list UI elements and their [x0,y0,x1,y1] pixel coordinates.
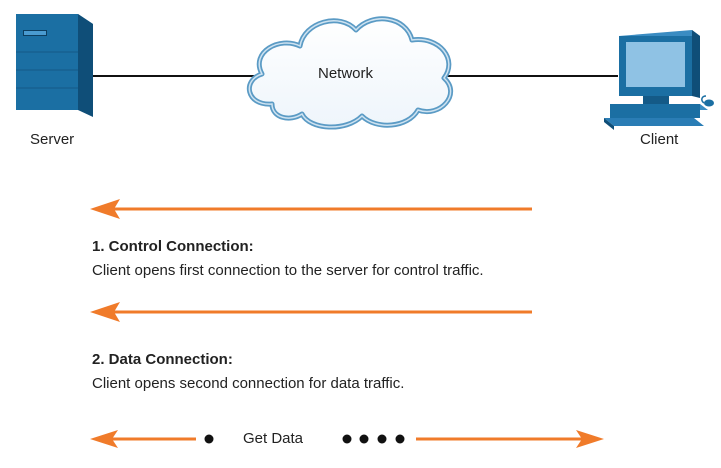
data-connection-description: Client opens second connection for data … [92,375,405,392]
server-label: Server [30,131,75,148]
control-connection-title: 1. Control Connection: [92,238,254,255]
server-icon [16,14,93,117]
data-dot [395,434,405,444]
data-dot [204,434,214,444]
client-label: Client [640,131,679,148]
get-data-label: Get Data [243,430,304,447]
data-connection-arrow [90,302,532,322]
client-computer-icon [604,30,714,130]
network-label: Network [318,65,374,82]
get-data-left-arrow [90,430,196,448]
data-connection-title: 2. Data Connection: [92,351,233,368]
network-cloud-icon [246,16,454,130]
get-data-right-arrow [416,430,604,448]
data-dot [359,434,369,444]
data-dot [342,434,352,444]
data-dot [377,434,387,444]
control-connection-arrow [90,199,532,219]
control-connection-description: Client opens first connection to the ser… [92,262,484,279]
